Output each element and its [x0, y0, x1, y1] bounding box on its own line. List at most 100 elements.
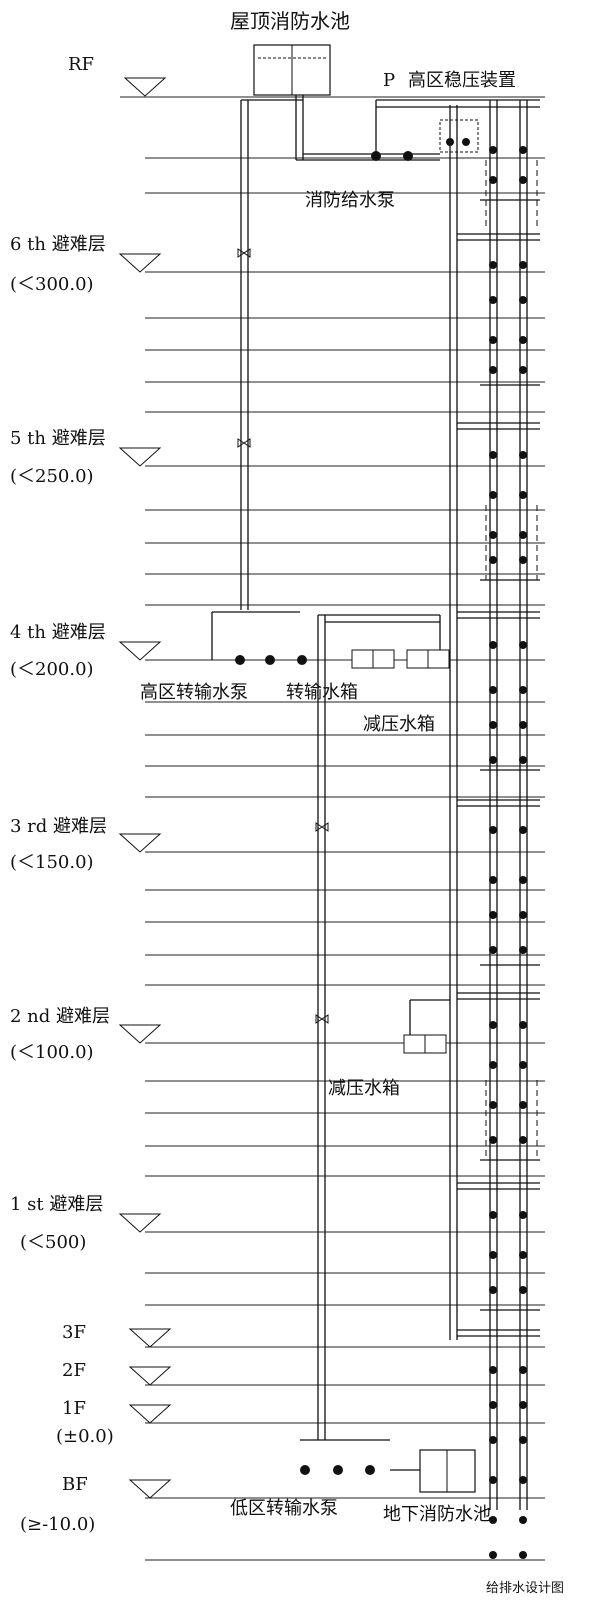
hydrant-dot — [519, 366, 527, 374]
hydrant-dot — [489, 756, 497, 764]
level-name-9: BF — [62, 1474, 88, 1495]
rf-label: RF — [68, 54, 94, 75]
level-elev-2: (＜200.0) — [10, 659, 94, 680]
hydrant-dot — [519, 296, 527, 304]
hydrant-dot — [519, 1061, 527, 1069]
hydrant-dot — [519, 1251, 527, 1259]
reducing-tank-upper — [406, 649, 450, 669]
hydrant-dot — [489, 1401, 497, 1409]
hydrant-dot — [489, 296, 497, 304]
level-triangle-8 — [128, 1404, 172, 1424]
riser-valves — [237, 248, 329, 1024]
level-labels: 6 th 避难层(＜300.0)5 th 避难层(＜250.0)4 th 避难层… — [10, 234, 114, 1535]
hydrant-dot — [519, 491, 527, 499]
hydrant-dot — [519, 146, 527, 154]
hydrant-dot — [519, 911, 527, 919]
hydrant-dot — [519, 1551, 527, 1559]
hydrant-dot — [519, 336, 527, 344]
level-triangle-6 — [128, 1328, 172, 1348]
hydrant-dot — [519, 261, 527, 269]
hydrant-dot — [519, 1286, 527, 1294]
hydrant-dot — [519, 756, 527, 764]
level-triangle-5 — [118, 1213, 162, 1233]
hydrant-dot — [519, 1136, 527, 1144]
level-elev-3: (＜150.0) — [10, 852, 94, 873]
hydrant-dot — [489, 1476, 497, 1484]
transfer-tank — [351, 649, 395, 669]
level-triangle-3 — [118, 833, 162, 853]
hydrant-dot — [519, 1476, 527, 1484]
hydrant-dot — [489, 261, 497, 269]
level-name-3: 3 rd 避难层 — [10, 816, 107, 837]
pipes — [211, 95, 540, 1510]
hydrant-dot — [489, 641, 497, 649]
hydrant-dot — [489, 1211, 497, 1219]
hydrant-dot — [489, 146, 497, 154]
level-elev-0: (＜300.0) — [10, 274, 94, 295]
level-triangle-0 — [118, 253, 162, 273]
hydrant-dot — [489, 1436, 497, 1444]
level-elev-5: (＜500) — [20, 1232, 86, 1253]
hydrant-dot — [519, 1021, 527, 1029]
hydrant-dot — [489, 1516, 497, 1524]
hydrant-dot — [519, 1516, 527, 1524]
hydrant-dot — [489, 366, 497, 374]
hydrant-dot — [519, 686, 527, 694]
level-name-1: 5 th 避难层 — [10, 428, 106, 449]
level-name-6: 3F — [62, 1322, 86, 1343]
level-name-4: 2 nd 避难层 — [10, 1006, 110, 1027]
hydrant-dot — [489, 911, 497, 919]
hydrant-dot — [489, 451, 497, 459]
hydrant-dot — [519, 176, 527, 184]
fire-hydrants — [489, 146, 527, 1559]
hydrant-dot — [519, 1101, 527, 1109]
reducing-tank-lower — [403, 1034, 447, 1054]
hydrant-dot — [489, 1251, 497, 1259]
level-name-8: 1F — [62, 1398, 86, 1419]
transfer-tank-label: 转输水箱 — [286, 682, 358, 703]
level-name-0: 6 th 避难层 — [10, 234, 106, 255]
roof-fire-pool — [253, 44, 331, 96]
level-triangle-1 — [118, 447, 162, 467]
underground-fire-pool — [419, 1449, 476, 1493]
level-elev-1: (＜250.0) — [10, 466, 94, 487]
pressure-device-label: 高区稳压装置 — [408, 70, 516, 91]
hydrant-dot — [489, 336, 497, 344]
hydrant-dot — [489, 531, 497, 539]
hydrant-dot — [489, 176, 497, 184]
hydrant-dot — [489, 946, 497, 954]
reducing-tank-label-2: 减压水箱 — [328, 1078, 400, 1099]
level-triangle-7 — [128, 1366, 172, 1386]
high-transfer-pump-label: 高区转输水泵 — [140, 682, 248, 703]
hydrant-dot — [519, 451, 527, 459]
hydrant-dot — [489, 1551, 497, 1559]
level-triangle-9 — [128, 1479, 172, 1499]
roof-pool-label: 屋顶消防水池 — [230, 9, 350, 33]
low-transfer-pump-label: 低区转输水泵 — [230, 1498, 338, 1519]
hydrant-dot — [489, 1061, 497, 1069]
level-name-7: 2F — [62, 1360, 86, 1381]
level-name-5: 1 st 避难层 — [10, 1194, 103, 1215]
hydrant-dot — [489, 1366, 497, 1374]
reducing-tank-label-1: 减压水箱 — [363, 714, 435, 735]
hydrant-dot — [489, 826, 497, 834]
level-triangle-4 — [118, 1024, 162, 1044]
watermark: 给排水设计图 — [486, 1581, 564, 1596]
underground-pool-label: 地下消防水池 — [383, 1504, 491, 1525]
labels: 屋顶消防水池 RF P 高区稳压装置 消防给水泵 高区转输水泵 转输水箱 减压水… — [68, 9, 564, 1596]
hydrant-dot — [489, 1286, 497, 1294]
hydrant-dot — [519, 721, 527, 729]
pressure-p-label: P — [383, 70, 395, 91]
hydrant-dot — [519, 1211, 527, 1219]
level-elev-8: (±0.0) — [56, 1426, 114, 1447]
hydrant-dot — [519, 826, 527, 834]
pump-icons — [235, 151, 413, 1475]
hydrant-dot — [489, 1021, 497, 1029]
hydrant-dot — [489, 556, 497, 564]
level-markers — [118, 77, 172, 1499]
hydrant-dot — [489, 686, 497, 694]
level-elev-9: (≥-10.0) — [20, 1514, 95, 1535]
hydrant-dot — [519, 556, 527, 564]
hydrant-dot — [519, 641, 527, 649]
